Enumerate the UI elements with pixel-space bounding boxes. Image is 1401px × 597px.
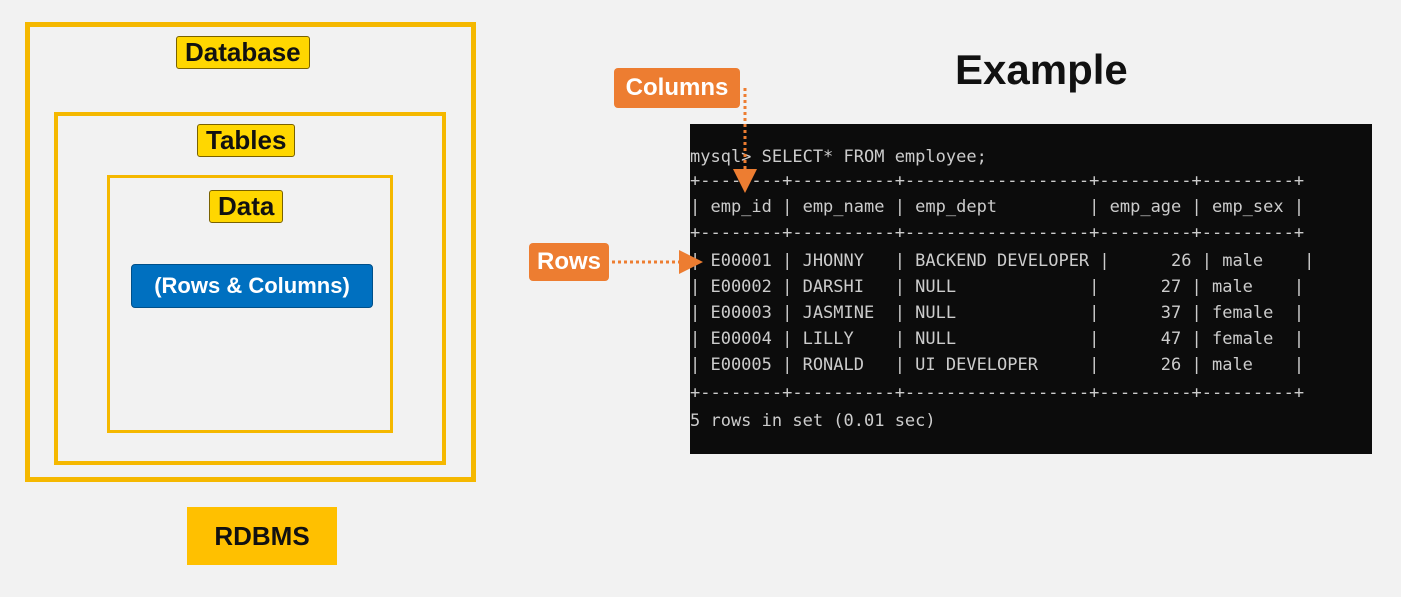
database-box [25,22,476,482]
terminal-footer: 5 rows in set (0.01 sec) [690,411,936,431]
table-border-mid: +--------+----------+------------------+… [690,223,1305,243]
tables-label: Tables [197,124,296,157]
example-title: Example [955,46,1128,93]
terminal-window: mysql> SELECT* FROM employee; +--------+… [690,124,1372,454]
rdbms-label: RDBMS [187,507,337,565]
data-label: Data [209,190,284,223]
table-row: | E00004 | LILLY | NULL | 47 | female | [690,329,1305,349]
table-border-bottom: +--------+----------+------------------+… [690,383,1305,403]
table-row: | E00003 | JASMINE | NULL | 37 | female … [690,303,1305,323]
table-row: | E00005 | RONALD | UI DEVELOPER | 26 | … [690,355,1305,375]
table-border-top: +--------+----------+------------------+… [690,171,1305,191]
tables-box [54,112,446,465]
rows-callout: Rows [529,243,609,281]
terminal-prompt: mysql> SELECT* FROM employee; [690,147,987,167]
table-row: | E00002 | DARSHI | NULL | 27 | male | [690,277,1305,297]
table-row: | E00001 | JHONNY | BACKEND DEVELOPER | … [690,251,1315,271]
database-label: Database [176,36,310,69]
rows-columns-label: (Rows & Columns) [131,264,373,308]
columns-callout: Columns [614,68,740,108]
data-box [107,175,393,433]
table-header-row: | emp_id | emp_name | emp_dept | emp_age… [690,197,1305,217]
